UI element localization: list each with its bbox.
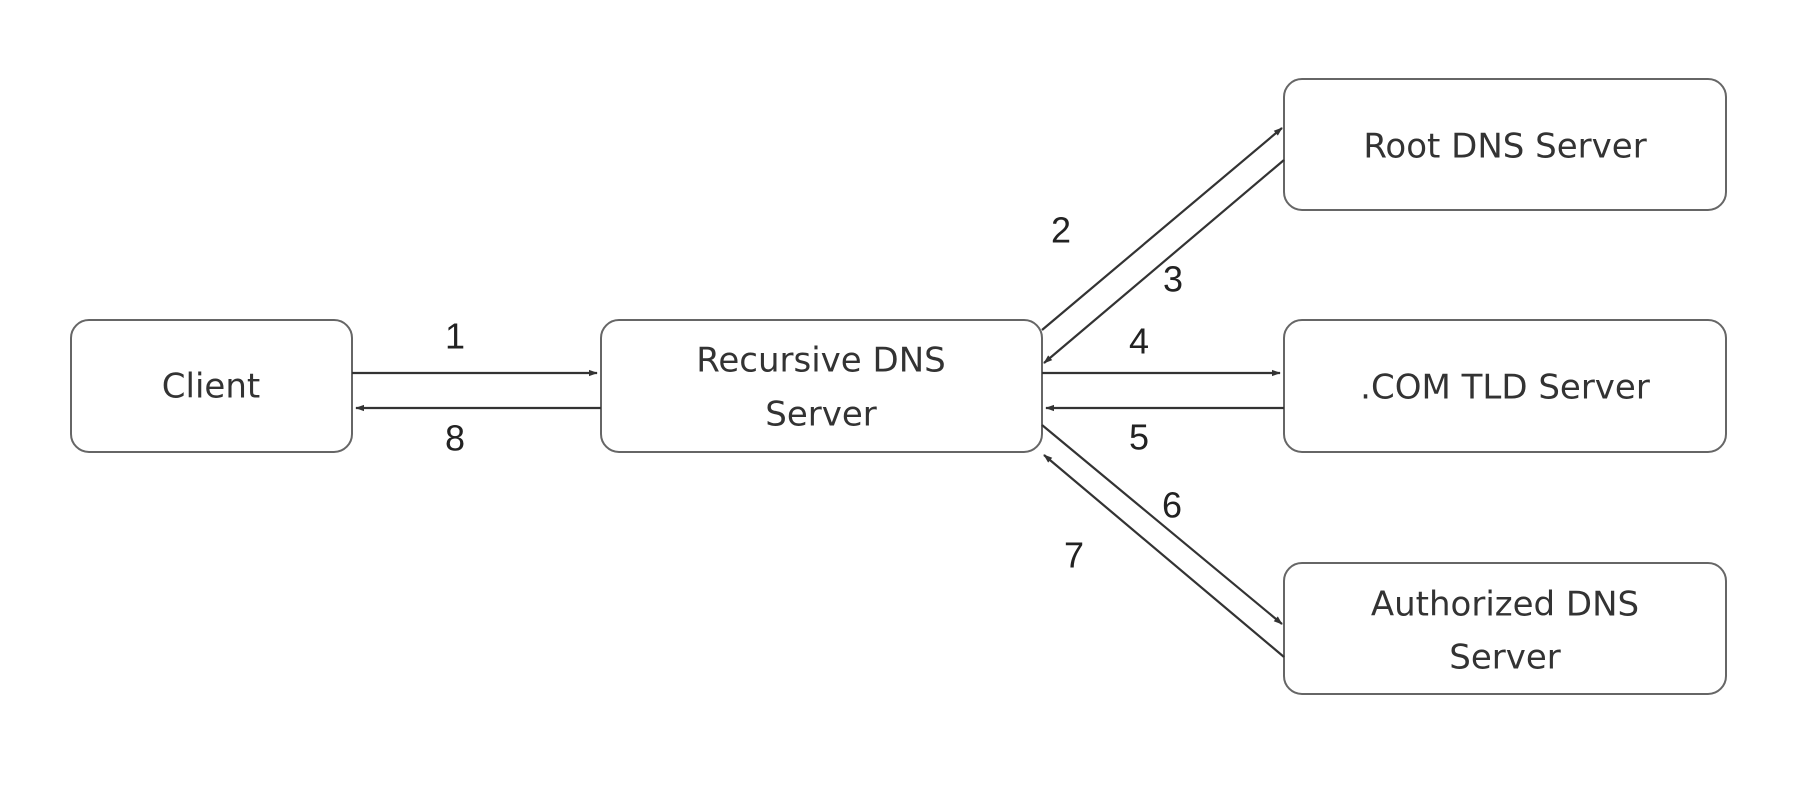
authorized-dns-server-label-line2: Server: [1449, 638, 1561, 678]
edge-authorized-to-recursive: [1043, 454, 1285, 658]
edge-recursive-to-authorized: [1041, 424, 1283, 625]
step-label-6: 6: [1162, 485, 1182, 526]
authorized-dns-server-box: [1283, 562, 1727, 695]
edge-root-to-recursive: [1043, 159, 1285, 364]
root-dns-server-box: [1283, 78, 1727, 211]
com-tld-server-box: [1283, 319, 1727, 453]
root-dns-server-node: Root DNS Server: [1283, 78, 1727, 211]
step-label-3: 3: [1163, 259, 1183, 300]
edge-recursive-to-root: [1041, 127, 1283, 331]
recursive-dns-server-label-line1: Recursive DNS: [696, 341, 945, 381]
authorized-dns-server-node: Authorized DNS Server: [1283, 562, 1727, 695]
step-label-1: 1: [445, 316, 465, 357]
com-tld-server-node: .COM TLD Server: [1283, 319, 1727, 453]
step-label-4: 4: [1129, 321, 1149, 362]
recursive-dns-server-node: Recursive DNS Server: [600, 319, 1043, 453]
com-tld-server-label: .COM TLD Server: [1360, 368, 1650, 408]
step-label-2: 2: [1051, 210, 1071, 251]
step-label-5: 5: [1129, 417, 1149, 458]
client-node: Client: [70, 319, 353, 453]
recursive-dns-server-box: [600, 319, 1043, 453]
root-dns-server-label: Root DNS Server: [1363, 127, 1646, 167]
recursive-dns-server-label-line2: Server: [765, 395, 877, 435]
step-label-7: 7: [1064, 535, 1084, 576]
client-box: [70, 319, 353, 453]
step-label-8: 8: [445, 418, 465, 459]
client-label: Client: [162, 367, 260, 407]
authorized-dns-server-label-line1: Authorized DNS: [1371, 585, 1639, 625]
